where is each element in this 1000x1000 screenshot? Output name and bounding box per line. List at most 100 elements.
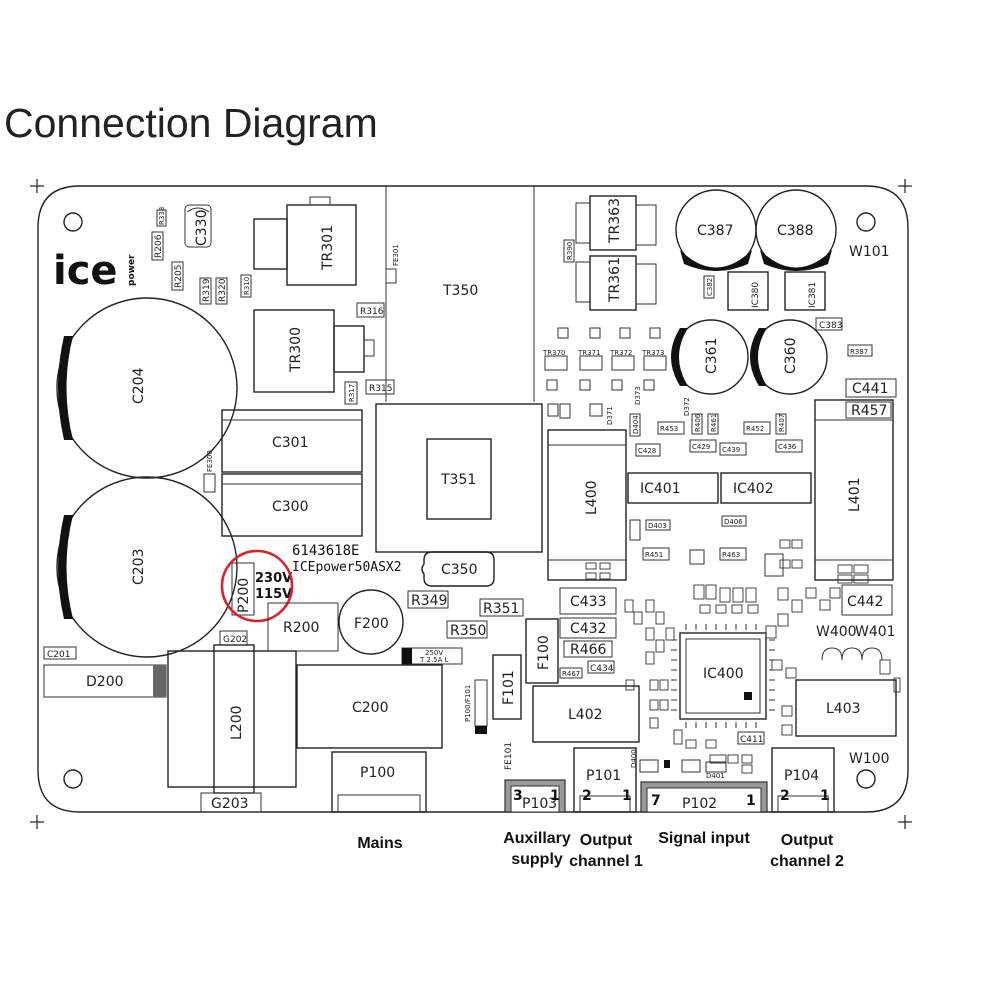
capacitor-c442: C442 [841, 584, 893, 616]
label-c201: C201 [47, 650, 70, 660]
fuse-f100: F100 [525, 618, 559, 684]
label-c434: C434 R467 [559, 660, 615, 679]
capacitor-c200: C200 [296, 664, 443, 749]
fuse-f101: F101 [492, 654, 522, 720]
inductor-label-w400: W400 [816, 624, 857, 640]
label-g203: G203 [211, 796, 249, 812]
label-r407: R407 [778, 414, 786, 432]
label-c411: C411 [740, 735, 763, 745]
label-r390: R390 [566, 242, 574, 260]
label-ic401: IC401 [640, 481, 681, 497]
label-c300: C300 [272, 499, 309, 515]
label-tr371: TR371 [577, 349, 601, 357]
capacitor-c300: C300 [221, 473, 363, 537]
label-l401: L401 [847, 477, 863, 512]
label-r457: R457 [851, 403, 887, 419]
capacitor-c201: C201 [43, 646, 77, 660]
transistor-tr301: TR301 [253, 196, 357, 286]
label-c383: C383 [815, 317, 843, 331]
label-line2: T 2.5A L [419, 656, 449, 664]
label-c432: C432 [570, 621, 607, 637]
label-tr363: TR363 [607, 198, 623, 244]
label-c200: C200 [352, 700, 389, 716]
capacitor-c350: C350 [421, 551, 495, 587]
label-p101-left: 2 [582, 788, 592, 804]
inductor-l403: L403 [795, 679, 897, 737]
mounting-label-w101: W101 [849, 244, 890, 260]
voltage-selector-p200: P200 230V 115V [220, 549, 294, 623]
label-fe101: FE101 [504, 742, 514, 770]
ic-ic380: IC380 [727, 271, 769, 311]
inductor-l400: L400 [547, 429, 627, 581]
resistor-r466: R466 [563, 640, 613, 658]
highlight-circle [220, 549, 294, 623]
label-r463: R463 [722, 551, 740, 559]
connector-p104: P104 2 1 [771, 747, 835, 813]
label-r349: R349 [411, 593, 447, 609]
label-c387: C387 [697, 223, 734, 239]
label-p101: P101 [586, 768, 621, 784]
label-ref: P200 [236, 578, 252, 613]
label-c383: C383 [819, 321, 842, 331]
label-r338: R338 [158, 207, 166, 225]
capacitor-c432: C432 [559, 617, 617, 639]
label-c434: C434 [590, 664, 614, 674]
label-f200: F200 [354, 616, 389, 632]
resistor-r316: R316 [356, 302, 385, 318]
resistor-group-top-left: R338 R206 R205 R319 R320 R310 [151, 207, 252, 305]
label-r200: R200 [283, 620, 319, 636]
label-fe301: FE301 [392, 244, 400, 266]
label-f100: F100 [536, 635, 552, 670]
caption-mains: Mains [357, 835, 403, 852]
label-r310: R310 [243, 277, 251, 295]
transistor-row-tr370: TR370 TR371 TR372 TR373 D373 D372 D371 [542, 327, 691, 425]
transformer-t350: T350 [385, 186, 535, 402]
label-r351: R351 [483, 601, 519, 617]
label-c204: C204 [131, 367, 147, 404]
label-p103-left: 3 [513, 788, 523, 804]
label-g202: G202 [219, 630, 248, 646]
inductor-l401: R457 L401 [814, 399, 894, 581]
label-t351: T351 [440, 472, 476, 488]
label-fe300: FE300 [206, 450, 214, 472]
label-c429: C429 [692, 443, 710, 451]
label-c428: C428 [638, 447, 656, 455]
label-c436: C436 [778, 443, 797, 451]
label-r387: R387 [847, 344, 873, 357]
ic-ic401: IC401 [627, 472, 719, 504]
capacitor-c301: C301 [221, 409, 363, 473]
label-r350: R350 [450, 623, 486, 639]
inductor-label-w401: W401 [855, 624, 896, 640]
ic-ic402: IC402 [720, 472, 812, 504]
label-d373: D373 [634, 386, 642, 405]
transistor-tr361: TR361 [575, 255, 657, 311]
inductor-l200: L200 [167, 644, 297, 794]
label-p102-right: 1 [746, 793, 756, 809]
label-r466: R466 [570, 642, 607, 658]
capacitor-c361: C361 [671, 319, 749, 395]
board-outline [37, 185, 909, 813]
label-ic400: IC400 [703, 666, 744, 682]
label-r316: R316 [360, 307, 384, 317]
label-c382: C382 [706, 278, 714, 296]
label-p104-right: 1 [820, 788, 830, 804]
transistor-tr363: TR363 [575, 195, 657, 251]
label-r387: R387 [850, 348, 868, 356]
label-tr370: TR370 [542, 349, 566, 357]
caption-aux-supply: Auxillary supply [503, 830, 571, 868]
diagram-title: Connection Diagram [4, 100, 378, 146]
label-d400: D400 [630, 749, 638, 768]
caption-output-channel-1: Output channel 1 [569, 832, 643, 870]
label-r319: R319 [202, 278, 212, 302]
mounting-holes [63, 212, 876, 789]
label-r406: R406 [694, 413, 702, 432]
resistor-r317-r315: R317 R315 [344, 379, 395, 405]
ice-logo: ice [53, 248, 118, 294]
smd-cluster-ic401: C428 C429 C439 C436 R453 R452 R461 R406 … [629, 413, 803, 577]
board-part-number: 6143618E [292, 543, 359, 559]
label-r452: R452 [746, 425, 764, 433]
label-r206: R206 [154, 234, 164, 258]
label-ic381: IC381 [808, 282, 818, 308]
label-tr300: TR300 [288, 327, 304, 373]
inductor-coil-symbol [821, 647, 883, 661]
